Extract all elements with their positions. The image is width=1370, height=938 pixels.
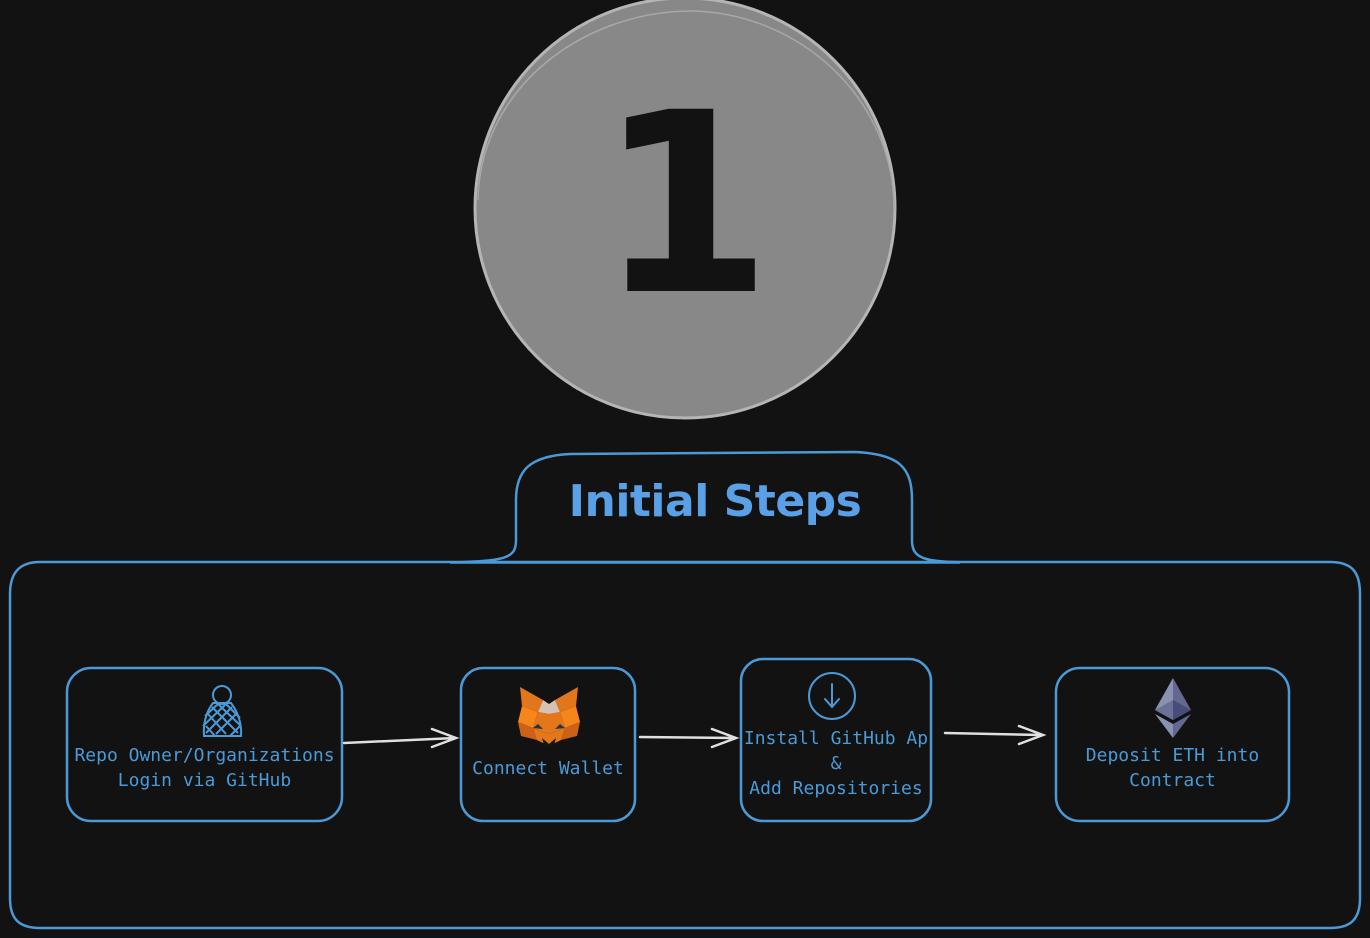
- step-label-line: Install GitHub Ap: [743, 728, 929, 749]
- arrow-login-to-wallet: [342, 727, 460, 749]
- step-label-line: Add Repositories: [749, 778, 923, 799]
- section-container: [8, 560, 1362, 930]
- step-box-deposit: [1054, 666, 1291, 823]
- ethereum-icon: [1155, 678, 1191, 738]
- step-label-line: Deposit ETH into: [1085, 745, 1260, 766]
- step-label-line: &: [830, 753, 842, 774]
- arrow-wallet-to-install: [638, 727, 740, 749]
- step-number: 1: [598, 59, 772, 350]
- step-label-deposit: Deposit ETH into Contract: [1056, 743, 1289, 793]
- metamask-fox-icon: [518, 687, 580, 748]
- arrow-install-to-deposit: [943, 724, 1047, 746]
- step-label-login: Repo Owner/Organizations Login via GitHu…: [67, 743, 342, 793]
- step-box-wallet: [459, 666, 637, 823]
- step-label-wallet: Connect Wallet: [461, 756, 635, 781]
- step-box-install: [739, 657, 933, 823]
- step-badge-circle: [473, 0, 897, 420]
- download-icon: [808, 672, 856, 720]
- step-label-install: Install GitHub Ap & Add Repositories: [741, 726, 931, 801]
- step-label-line: Repo Owner/Organizations: [74, 745, 335, 766]
- step-label-line: Login via GitHub: [117, 770, 292, 791]
- step-box-login: [65, 666, 344, 823]
- user-icon: [202, 685, 243, 737]
- step-label-line: Connect Wallet: [472, 758, 624, 779]
- section-title: Initial Steps: [568, 476, 862, 527]
- section-title-tab: [448, 450, 962, 564]
- step-label-line: Contract: [1129, 770, 1216, 791]
